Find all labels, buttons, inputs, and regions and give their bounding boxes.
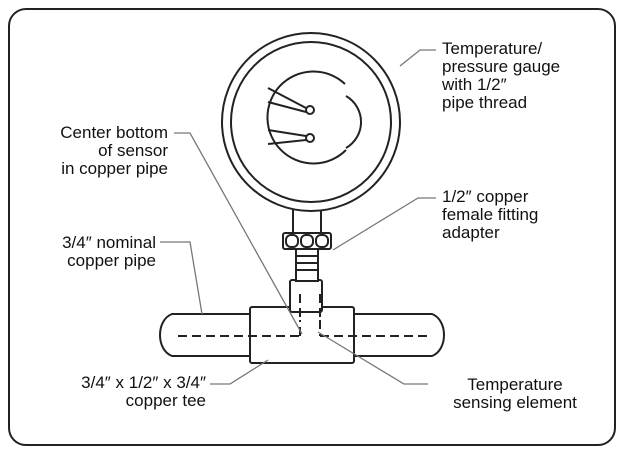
label-sensor-bottom: Center bottom of sensor in copper pipe <box>60 123 168 178</box>
sensing-element-hidden <box>178 294 430 337</box>
copper-tee <box>249 279 355 364</box>
diagram-frame <box>8 8 616 446</box>
leader-tee <box>210 359 269 385</box>
gauge-inner-ring <box>230 41 392 203</box>
leader-gauge <box>399 49 436 67</box>
adapter-hex-right <box>315 234 329 248</box>
label-gauge: Temperature/ pressure gauge with 1/2″ pi… <box>442 39 561 112</box>
gauge-dial-top2 <box>267 101 307 113</box>
adapter-fitting <box>282 204 332 282</box>
adapter-hex-left <box>285 234 299 248</box>
leader-sensing-element <box>317 331 428 385</box>
temperature-pressure-gauge <box>221 32 401 212</box>
leader-lines <box>160 49 436 385</box>
label-sensing-element: Temperature sensing element <box>453 375 577 412</box>
gauge-dial-top <box>267 87 307 109</box>
gauge-dial-bot <box>267 129 307 137</box>
gauge-dial-bot2 <box>267 139 307 145</box>
gauge-upper-arc <box>266 70 347 165</box>
adapter-thread <box>295 248 319 282</box>
gauge-pivot-bottom <box>305 133 315 143</box>
label-adapter: 1/2″ copper female fitting adapter <box>442 187 539 242</box>
leader-pipe <box>160 241 203 315</box>
adapter-hex-center <box>300 234 314 248</box>
gauge-pivot-top <box>305 105 315 115</box>
leader-adapter <box>332 197 436 251</box>
label-tee: 3/4″ x 1/2″ x 3/4″ copper tee <box>81 373 206 410</box>
label-pipe: 3/4″ nominal copper pipe <box>62 233 156 270</box>
leader-sensor-bottom <box>174 132 303 335</box>
gauge-scale-bracket <box>345 95 363 149</box>
tee-branch <box>289 279 323 313</box>
